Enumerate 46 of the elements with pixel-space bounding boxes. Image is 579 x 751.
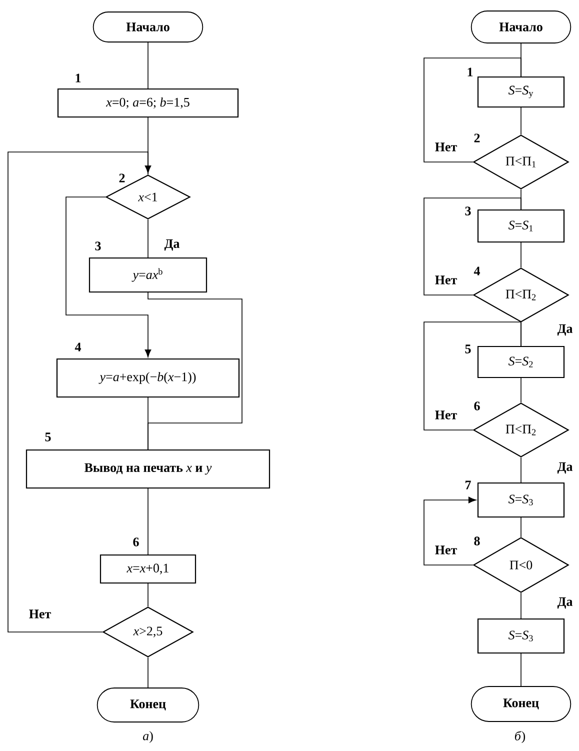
connector	[520, 653, 522, 686]
step-number: 2	[119, 174, 125, 182]
step-number: 8	[474, 536, 480, 546]
step-number: 1	[468, 68, 473, 76]
edge-label: Нет	[28, 608, 52, 620]
connector	[520, 107, 522, 135]
connector	[8, 152, 152, 632]
step-number: 2	[474, 134, 480, 142]
edge-label: Нет	[434, 274, 458, 286]
step-number: 3	[95, 242, 101, 250]
step-number: 3	[465, 206, 471, 216]
edge-label: Нет	[434, 142, 458, 152]
edge-label: Нет	[434, 410, 458, 420]
connector	[424, 322, 522, 430]
step-number: 5	[45, 432, 51, 442]
process-box: S=S$_{1}$	[477, 209, 565, 243]
step-number: 6	[133, 538, 139, 546]
connector	[66, 196, 152, 358]
step-number: 7	[466, 480, 471, 490]
connector	[424, 58, 522, 162]
process-box: x=x+0,1	[100, 554, 196, 584]
edge-label: Да	[556, 323, 574, 337]
connector	[520, 457, 522, 483]
step-number: 6	[474, 402, 480, 410]
process-box: y=a+exp(−b(x−1))	[56, 358, 240, 398]
connector	[520, 378, 522, 403]
connector	[520, 592, 522, 619]
step-number: 4	[474, 266, 480, 276]
step-number: 4	[74, 342, 81, 352]
edge-label: Нет	[434, 544, 458, 556]
connector	[424, 198, 522, 296]
step-number: 5	[465, 344, 471, 354]
edge-label: Да	[163, 238, 181, 252]
connector	[520, 517, 522, 538]
process-box: S=S$_{3}$	[477, 482, 565, 518]
connector	[520, 242, 522, 268]
process-box: S=S$_{3}$	[477, 618, 565, 654]
step-number: 1	[76, 74, 81, 82]
process-box: S=S$_{у}$	[477, 76, 565, 108]
process-box: S=S$_{2}$	[477, 346, 565, 378]
process-box: x=0; a=6; b=1,5	[57, 88, 239, 118]
connector	[424, 496, 476, 566]
process-box: Вывод на печать x и y	[26, 449, 270, 489]
process-box: y=ax$^{b}$	[88, 257, 208, 293]
edge-label: Да	[556, 596, 574, 610]
edge-label: Да	[556, 461, 574, 475]
